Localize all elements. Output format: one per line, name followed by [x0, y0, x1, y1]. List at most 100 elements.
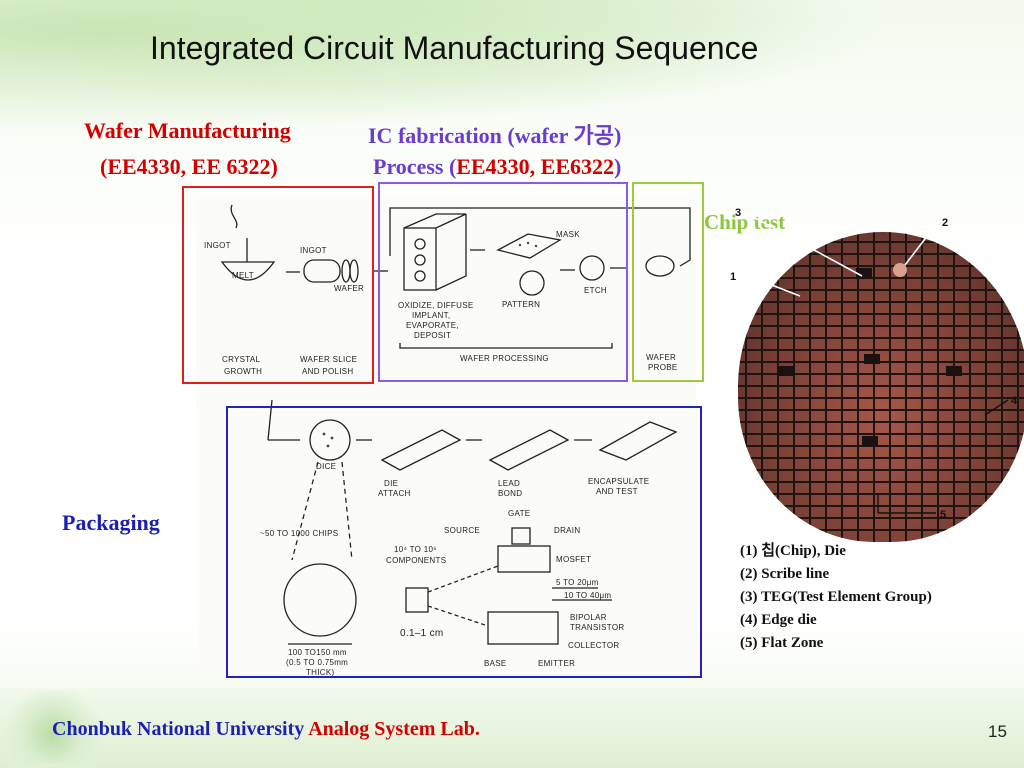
cap-lead-bond-2: BOND: [498, 489, 522, 498]
mosfet-symbol: [497, 545, 551, 573]
cap-encapsulate-1: ENCAPSULATE: [588, 477, 649, 486]
cap-oxidize-2: IMPLANT,: [412, 311, 450, 320]
cap-oxidize-3: EVAPORATE,: [406, 321, 459, 330]
footer-lab: Analog System Lab.: [308, 718, 480, 740]
cap-collector: COLLECTOR: [568, 641, 619, 650]
packaging-diagram-scan: [198, 408, 698, 678]
furnace-port-3: [414, 270, 426, 282]
cap-dim-1: 5 TO 20μm: [556, 578, 599, 587]
callout-number-2: 2: [942, 217, 948, 229]
furnace-box: [403, 227, 437, 291]
cap-die-attach-1: DIE: [384, 479, 398, 488]
chip-die: [405, 587, 429, 613]
teg-die-4: [778, 366, 794, 376]
footer-university: Chonbuk National University: [52, 718, 305, 740]
cap-chips: ~50 TO 1000 CHIPS: [260, 529, 338, 538]
cap-drain: DRAIN: [554, 526, 580, 535]
wafer-legend: (1) 칩(Chip), Die (2) Scribe line (3) TEG…: [740, 540, 932, 655]
cap-base: BASE: [484, 659, 507, 668]
bipolar-symbol: [487, 611, 559, 645]
cap-melt: MELT: [232, 271, 254, 280]
cap-gate: GATE: [508, 509, 530, 518]
zoom-line-mosfet: [427, 565, 499, 593]
legend-item-scribe-line: (2) Scribe line: [740, 566, 830, 582]
cap-pattern: PATTERN: [502, 300, 540, 309]
background-top: [0, 0, 1024, 150]
legend-item-teg: (3) TEG(Test Element Group): [740, 589, 932, 605]
lead-bond-package: [488, 429, 570, 471]
furnace-port-2: [414, 254, 426, 266]
teg-die-5: [946, 366, 962, 376]
ic-fabrication-frame: [378, 182, 628, 382]
cap-crystal-2: GROWTH: [224, 367, 262, 376]
flow-arrow-top: [230, 204, 238, 229]
cap-components-2: COMPONENTS: [386, 556, 446, 565]
cap-mask: MASK: [556, 230, 580, 239]
cap-wafer-processing: WAFER PROCESSING: [460, 354, 549, 363]
cap-dice: DICE: [316, 462, 336, 471]
cap-thick-3: THICK): [306, 668, 334, 677]
cap-thick-1: 100 TO150 mm: [288, 648, 347, 657]
cap-thick-2: (0.5 TO 0.75mm: [286, 658, 348, 667]
furnace-side: [435, 214, 467, 291]
cap-bipolar-1: BIPOLAR: [570, 613, 607, 622]
cap-oxidize-1: OXIDIZE, DIFFUSE: [398, 301, 473, 310]
cap-emitter: EMITTER: [538, 659, 575, 668]
callout-line-2: [904, 221, 939, 266]
chip-test-label: Chip test: [704, 210, 786, 234]
callout-line-1: [745, 274, 801, 297]
cap-die-attach-2: ATTACH: [378, 489, 411, 498]
chip-test-frame: [632, 182, 704, 382]
cap-crystal-1: CRYSTAL: [222, 355, 261, 364]
pattern-wafer: [519, 270, 545, 296]
cap-wafer-probe-1: WAFER: [646, 353, 676, 362]
encapsulated-package: [598, 421, 678, 461]
furnace-top: [403, 213, 467, 229]
gate-symbol: [511, 527, 531, 545]
cap-oxidize-4: DEPOSIT: [414, 331, 451, 340]
cap-source: SOURCE: [444, 526, 480, 535]
mask-grid: [496, 233, 562, 259]
wafer-large: [283, 563, 357, 637]
cap-size: 0.1–1 cm: [400, 628, 444, 639]
callout-number-4: 4: [1011, 395, 1018, 407]
processing-loop: [389, 207, 691, 267]
wafer-processing-bracket: [399, 343, 613, 349]
cap-ingot-left: INGOT: [204, 241, 231, 250]
process-prefix: Process (: [373, 154, 457, 179]
cap-mosfet: MOSFET: [556, 555, 591, 564]
ic-fabrication-label: IC fabrication (wafer 가공): [368, 123, 622, 148]
footer-band: [0, 688, 1024, 768]
wafer-die-grid: [738, 232, 1024, 542]
packaging-label: Packaging: [62, 510, 160, 535]
wafer-manufacturing-frame: [182, 186, 374, 384]
legend-item-edge-die: (4) Edge die: [740, 612, 817, 628]
cap-dim-2: 10 TO 40μm: [564, 591, 611, 600]
cap-bipolar-2: TRANSISTOR: [570, 623, 624, 632]
footer-credit: Chonbuk National University Analog Syste…: [52, 718, 480, 741]
dice-wafer: [309, 419, 351, 461]
cap-wafer: WAFER: [334, 284, 364, 293]
cap-components-1: 10⁴ TO 10⁶: [394, 545, 437, 554]
teg-die-2: [864, 354, 880, 364]
probe-wafer: [645, 255, 675, 277]
slide-title: Integrated Circuit Manufacturing Sequenc…: [150, 30, 759, 66]
furnace-port-1: [414, 238, 426, 250]
cap-wafer-slice-1: WAFER SLICE: [300, 355, 357, 364]
mask-dots: [322, 241, 538, 448]
wafer-slice-2: [349, 259, 359, 283]
footer-logo: [4, 690, 102, 764]
cap-wafer-slice-2: AND POLISH: [302, 367, 353, 376]
callout-line-4: [984, 399, 1009, 416]
wafer-photo: [738, 232, 1024, 542]
etch-wafer: [579, 255, 605, 281]
cap-etch: ETCH: [584, 286, 607, 295]
wafer-manufacturing-courses: (EE4330, EE 6322): [100, 154, 278, 179]
process-suffix: ): [614, 154, 622, 179]
packaging-frame: [226, 406, 702, 678]
callout-line-3: [743, 211, 863, 277]
legend-item-chip: (1) 칩(Chip), Die: [740, 543, 846, 559]
cap-wafer-probe-2: PROBE: [648, 363, 678, 372]
callout-number-3: 3: [735, 207, 741, 219]
ingot-cylinder: [303, 259, 341, 283]
